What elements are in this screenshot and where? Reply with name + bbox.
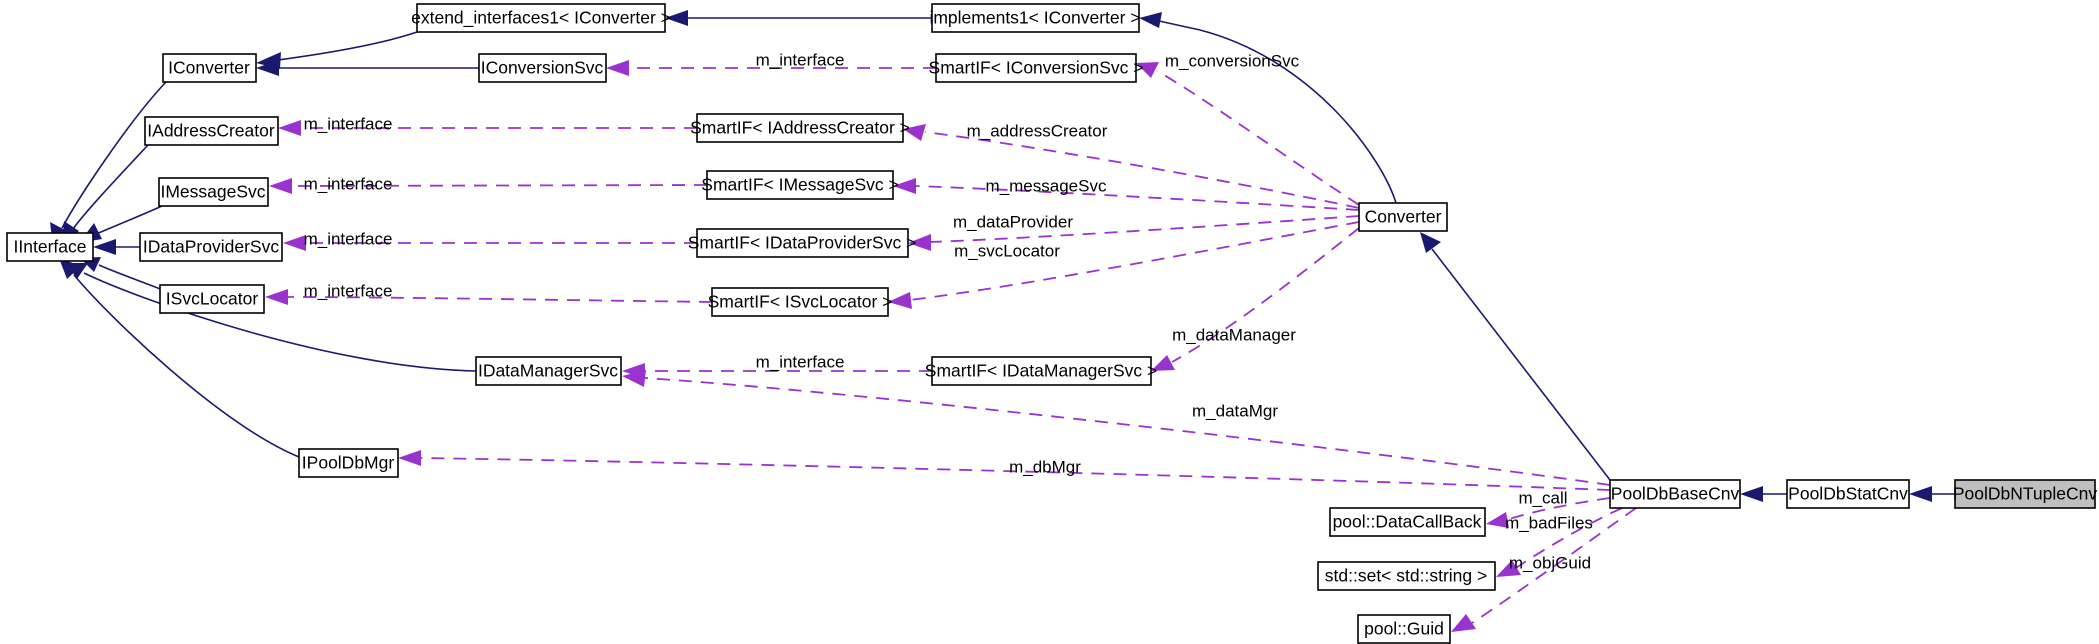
- node-imessagesvc[interactable]: IMessageSvc: [158, 177, 269, 207]
- node-pooldbntuplecnv[interactable]: PoolDbNTupleCnv: [1953, 479, 2098, 509]
- edge-label-m-datamgr: m_dataMgr: [1192, 401, 1278, 420]
- usage-edges: [265, 60, 1637, 632]
- use-SmartIFConvSvc-IConversionSvc: [606, 60, 936, 76]
- node-label: SmartIF< IDataManagerSvc >: [925, 361, 1157, 381]
- use-PoolDbBaseCnv-stdset: [1496, 507, 1623, 577]
- node-smartif-idataprovidersvc[interactable]: SmartIF< IDataProviderSvc >: [688, 228, 917, 258]
- inh-ISvcLocator-to-IInterface: [80, 257, 164, 291]
- use-SmartIFAddr-IAddressCreator: [278, 120, 697, 136]
- node-pooldbbasecnv[interactable]: PoolDbBaseCnv: [1609, 479, 1741, 509]
- node-pool-datacallback[interactable]: pool::DataCallBack: [1329, 507, 1486, 537]
- use-PoolDbBaseCnv-Guid: [1451, 507, 1637, 632]
- node-isvclocator[interactable]: ISvcLocator: [159, 284, 265, 314]
- inh-PoolDbStatCnv-to-PoolDbBaseCnv: [1740, 486, 1787, 502]
- edge-label-m-objguid: m_objGuid: [1509, 553, 1591, 572]
- node-label: PoolDbNTupleCnv: [1953, 484, 2098, 504]
- node-idataprovidersvc[interactable]: IDataProviderSvc: [139, 232, 283, 262]
- edge-label-m-datamanager: m_dataManager: [1172, 325, 1296, 344]
- node-smartif-idatamanagersvc[interactable]: SmartIF< IDataManagerSvc >: [925, 356, 1157, 386]
- inh-Converter-to-implements1: [1139, 12, 1397, 204]
- node-iinterface[interactable]: IInterface: [6, 232, 94, 262]
- use-SmartIFMsg-IMessageSvc: [269, 178, 708, 194]
- use-Converter-SmartIFDps: [908, 215, 1360, 251]
- node-smartif-iaddresscreator[interactable]: SmartIF< IAddressCreator >: [690, 113, 910, 143]
- node-label: IDataManagerSvc: [478, 361, 618, 381]
- node-implements1-iconverter[interactable]: implements1< IConverter >: [929, 3, 1141, 33]
- node-label: SmartIF< ISvcLocator >: [708, 292, 893, 312]
- edge-label-m-interface-addresscreator: m_interface: [304, 114, 393, 133]
- node-label: IPoolDbMgr: [302, 453, 395, 473]
- node-pooldbstatcnv[interactable]: PoolDbStatCnv: [1786, 479, 1910, 509]
- node-label: PoolDbStatCnv: [1788, 484, 1908, 504]
- use-PoolDbBaseCnv-IDataManagerSvc: [622, 370, 1611, 486]
- node-smartif-isvclocator[interactable]: SmartIF< ISvcLocator >: [708, 287, 893, 317]
- use-Converter-SmartIFAddr: [903, 124, 1360, 209]
- edge-label-m-dataprovider: m_dataProvider: [953, 212, 1073, 231]
- inh-extend-to-IConverter: [256, 31, 418, 69]
- inh-IConverter-to-IInterface: [50, 81, 167, 247]
- edge-label-m-call: m_call: [1518, 488, 1567, 507]
- node-label: SmartIF< IMessageSvc >: [701, 175, 898, 195]
- node-label: Converter: [1365, 207, 1442, 227]
- inh-PoolDbBaseCnv-to-Converter: [1420, 232, 1611, 481]
- node-pool-guid[interactable]: pool::Guid: [1357, 614, 1451, 644]
- node-label: pool::DataCallBack: [1333, 512, 1482, 532]
- node-label: implements1< IConverter >: [929, 8, 1140, 28]
- node-label: IAddressCreator: [147, 121, 275, 141]
- node-label: ISvcLocator: [166, 289, 259, 309]
- node-std-set-std-string[interactable]: std::set< std::string >: [1317, 561, 1496, 591]
- inh-PoolDbNTupleCnv-to-PoolDbStatCnv: [1909, 486, 1955, 502]
- edge-label-m-interface-datamanagersvc: m_interface: [756, 352, 845, 371]
- node-extend-interfaces1-iconverter[interactable]: extend_interfaces1< IConverter >: [411, 3, 671, 33]
- node-ipooldbmgr[interactable]: IPoolDbMgr: [298, 448, 399, 478]
- edge-labels: m_interface m_conversionSvc m_interface …: [304, 50, 1593, 572]
- nodes: extend_interfaces1< IConverter > impleme…: [6, 3, 2098, 644]
- edge-label-m-dbmgr: m_dbMgr: [1009, 457, 1081, 476]
- node-label: IConverter: [168, 58, 250, 78]
- inh-IDataProviderSvc-to-IInterface: [93, 239, 140, 255]
- edge-label-m-conversionsvc: m_conversionSvc: [1165, 51, 1300, 70]
- node-converter[interactable]: Converter: [1358, 202, 1448, 232]
- edge-label-m-interface-svclocator: m_interface: [304, 281, 393, 300]
- node-smartif-imessagesvc[interactable]: SmartIF< IMessageSvc >: [701, 170, 899, 200]
- node-label: std::set< std::string >: [1325, 566, 1487, 586]
- use-Converter-SmartIFDms: [1151, 227, 1360, 371]
- use-SmartIFSvcLoc-ISvcLocator: [265, 289, 713, 305]
- use-Converter-SmartIFSvcLoc: [888, 221, 1360, 309]
- use-PoolDbBaseCnv-DataCallBack: [1486, 497, 1611, 528]
- inh-IPoolDbMgr-to-IInterface: [59, 258, 300, 458]
- edge-label-m-addresscreator: m_addressCreator: [967, 121, 1108, 140]
- inh-IConversionSvc-to-IConverter: [256, 60, 479, 76]
- node-label: IConversionSvc: [481, 58, 604, 78]
- edge-label-m-interface-dataprovidersvc: m_interface: [304, 229, 393, 248]
- inh-implements1-to-extend: [665, 10, 932, 26]
- edge-label-m-interface-messagesvc: m_interface: [304, 174, 393, 193]
- node-label: IMessageSvc: [160, 182, 265, 202]
- inh-IDataManagerSvc-to-IInterface: [66, 263, 477, 372]
- node-label: extend_interfaces1< IConverter >: [411, 8, 671, 29]
- node-label: SmartIF< IDataProviderSvc >: [688, 233, 917, 253]
- node-label: SmartIF< IAddressCreator >: [690, 118, 910, 138]
- edge-label-m-badfiles: m_badFiles: [1505, 513, 1593, 532]
- node-label: SmartIF< IConversionSvc >: [929, 58, 1144, 78]
- use-Converter-SmartIFConvSvc: [1136, 62, 1360, 206]
- edge-label-m-interface-conversionsvc: m_interface: [756, 50, 845, 69]
- node-label: IInterface: [14, 237, 87, 257]
- use-Converter-SmartIFMsg: [893, 178, 1360, 211]
- node-label: PoolDbBaseCnv: [1611, 484, 1740, 504]
- use-SmartIFDps-IDataProviderSvc: [283, 235, 697, 251]
- node-iconverter[interactable]: IConverter: [162, 53, 257, 83]
- node-smartif-iconversionsvc[interactable]: SmartIF< IConversionSvc >: [929, 53, 1144, 83]
- edge-label-m-svclocator: m_svcLocator: [954, 241, 1060, 260]
- node-iaddresscreator[interactable]: IAddressCreator: [144, 116, 279, 146]
- use-PoolDbBaseCnv-IPoolDbMgr: [398, 450, 1611, 491]
- edge-label-m-messagesvc: m_messageSvc: [986, 176, 1107, 195]
- node-iconversionsvc[interactable]: IConversionSvc: [478, 53, 607, 83]
- node-idatamanagersvc[interactable]: IDataManagerSvc: [475, 356, 622, 386]
- node-label: pool::Guid: [1364, 619, 1444, 639]
- node-label: IDataProviderSvc: [143, 237, 279, 257]
